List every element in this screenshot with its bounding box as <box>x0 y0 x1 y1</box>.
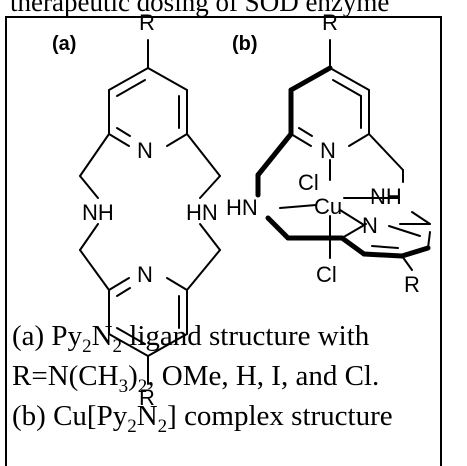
a-arm <box>79 223 99 251</box>
a-ring1-bond <box>166 133 188 147</box>
a-amine-right: HN <box>186 200 218 225</box>
b-substituent-bottom: R <box>404 272 420 297</box>
a-arm <box>199 223 221 251</box>
a-ring2-bond <box>108 277 130 291</box>
a-ring2-bond <box>147 333 188 357</box>
b-arm <box>265 215 291 241</box>
b-ring2-bond <box>399 245 431 259</box>
b-cu-bond <box>279 204 317 209</box>
a-arm <box>79 133 110 177</box>
b-ring2-bond <box>341 223 367 239</box>
b-ring2-bond <box>339 235 367 257</box>
a-ring2-double <box>116 327 146 345</box>
b-cu-bond <box>339 209 365 226</box>
caption-1-sub1: 2 <box>82 335 92 357</box>
b-ring2-double <box>388 225 421 237</box>
b-copper-center: Cu <box>314 194 342 219</box>
caption-2-sub1: 3 <box>118 375 129 397</box>
caption-2-mid: ) <box>128 360 138 392</box>
a-ring1-bond <box>108 67 149 91</box>
caption-1-sub2: 2 <box>112 335 123 357</box>
caption-1-mid: N <box>91 320 113 352</box>
a-ring1-double <box>116 79 146 97</box>
b-ring1-bond <box>329 67 370 91</box>
b-amine-left: HN <box>226 195 258 220</box>
caption-line-2: R=N(CH3)2, OMe, H, I, and Cl. <box>12 360 379 398</box>
a-ring1-double <box>116 127 131 137</box>
a-ring-nitrogen-bottom: N <box>137 262 153 287</box>
b-arm <box>255 131 294 178</box>
caption-3-sub1: 2 <box>127 415 137 437</box>
a-ring2-double <box>116 287 131 297</box>
b-ring2-bond <box>361 251 405 259</box>
b-substituent-top: R <box>322 10 338 35</box>
b-ring1-bond <box>348 133 370 147</box>
a-substituent-top: R <box>139 10 155 35</box>
figure-frame <box>5 16 442 466</box>
b-chloride-bottom: Cl <box>316 262 337 287</box>
caption-3-pre: (b) Cu[Py <box>12 400 128 432</box>
caption-1-pre: (a) Py <box>12 320 83 352</box>
a-arm <box>79 249 110 291</box>
a-arm <box>199 175 221 199</box>
header-text: therapeutic dosing of SOD enzyme <box>10 0 390 17</box>
a-ring1-bond <box>108 133 130 147</box>
caption-line-1: (a) Py2N2 ligand structure with <box>12 320 369 358</box>
a-ring2-bond <box>166 277 188 291</box>
a-ring2-bond <box>108 333 149 357</box>
b-arm <box>411 211 431 225</box>
b-ring1-double <box>332 79 362 97</box>
b-ring2-bond <box>401 255 413 271</box>
b-ring2-bond <box>427 231 431 249</box>
b-ring1-double <box>298 127 313 137</box>
caption-line-3: (b) Cu[Py2N2] complex structure <box>12 400 393 438</box>
caption-2-pre: R=N(CH <box>12 360 119 392</box>
panel-b-label: (b) <box>232 33 258 55</box>
a-arm <box>79 175 99 199</box>
panel-a-label: (a) <box>52 33 76 55</box>
a-ring1-bond <box>147 67 188 91</box>
caption-2-post: , OMe, H, I, and Cl. <box>147 360 380 392</box>
caption-3-sub2: 2 <box>157 415 168 437</box>
b-ring1-bond <box>290 133 312 147</box>
a-arm <box>186 133 221 177</box>
b-ring1-bond <box>288 65 333 93</box>
a-amine-left: NH <box>82 200 114 225</box>
caption-3-post: ] complex structure <box>167 400 393 432</box>
caption-1-post: ligand structure with <box>122 320 370 352</box>
caption-2-sub2: 2 <box>137 375 148 397</box>
b-ring-nitrogen-top: N <box>320 138 336 163</box>
b-arm <box>368 133 404 171</box>
b-chloride-top: Cl <box>298 170 319 195</box>
b-amine-right: NH <box>370 184 402 209</box>
panel-b-structure <box>255 39 431 271</box>
a-arm <box>186 249 221 291</box>
a-substituent-bottom: R <box>139 385 155 410</box>
b-ring-nitrogen-bottom: N <box>362 213 378 238</box>
panel-a-structure <box>79 39 221 385</box>
caption-3-mid: N <box>136 400 158 432</box>
a-ring-nitrogen-top: N <box>137 138 153 163</box>
b-ring2-double <box>371 245 399 249</box>
